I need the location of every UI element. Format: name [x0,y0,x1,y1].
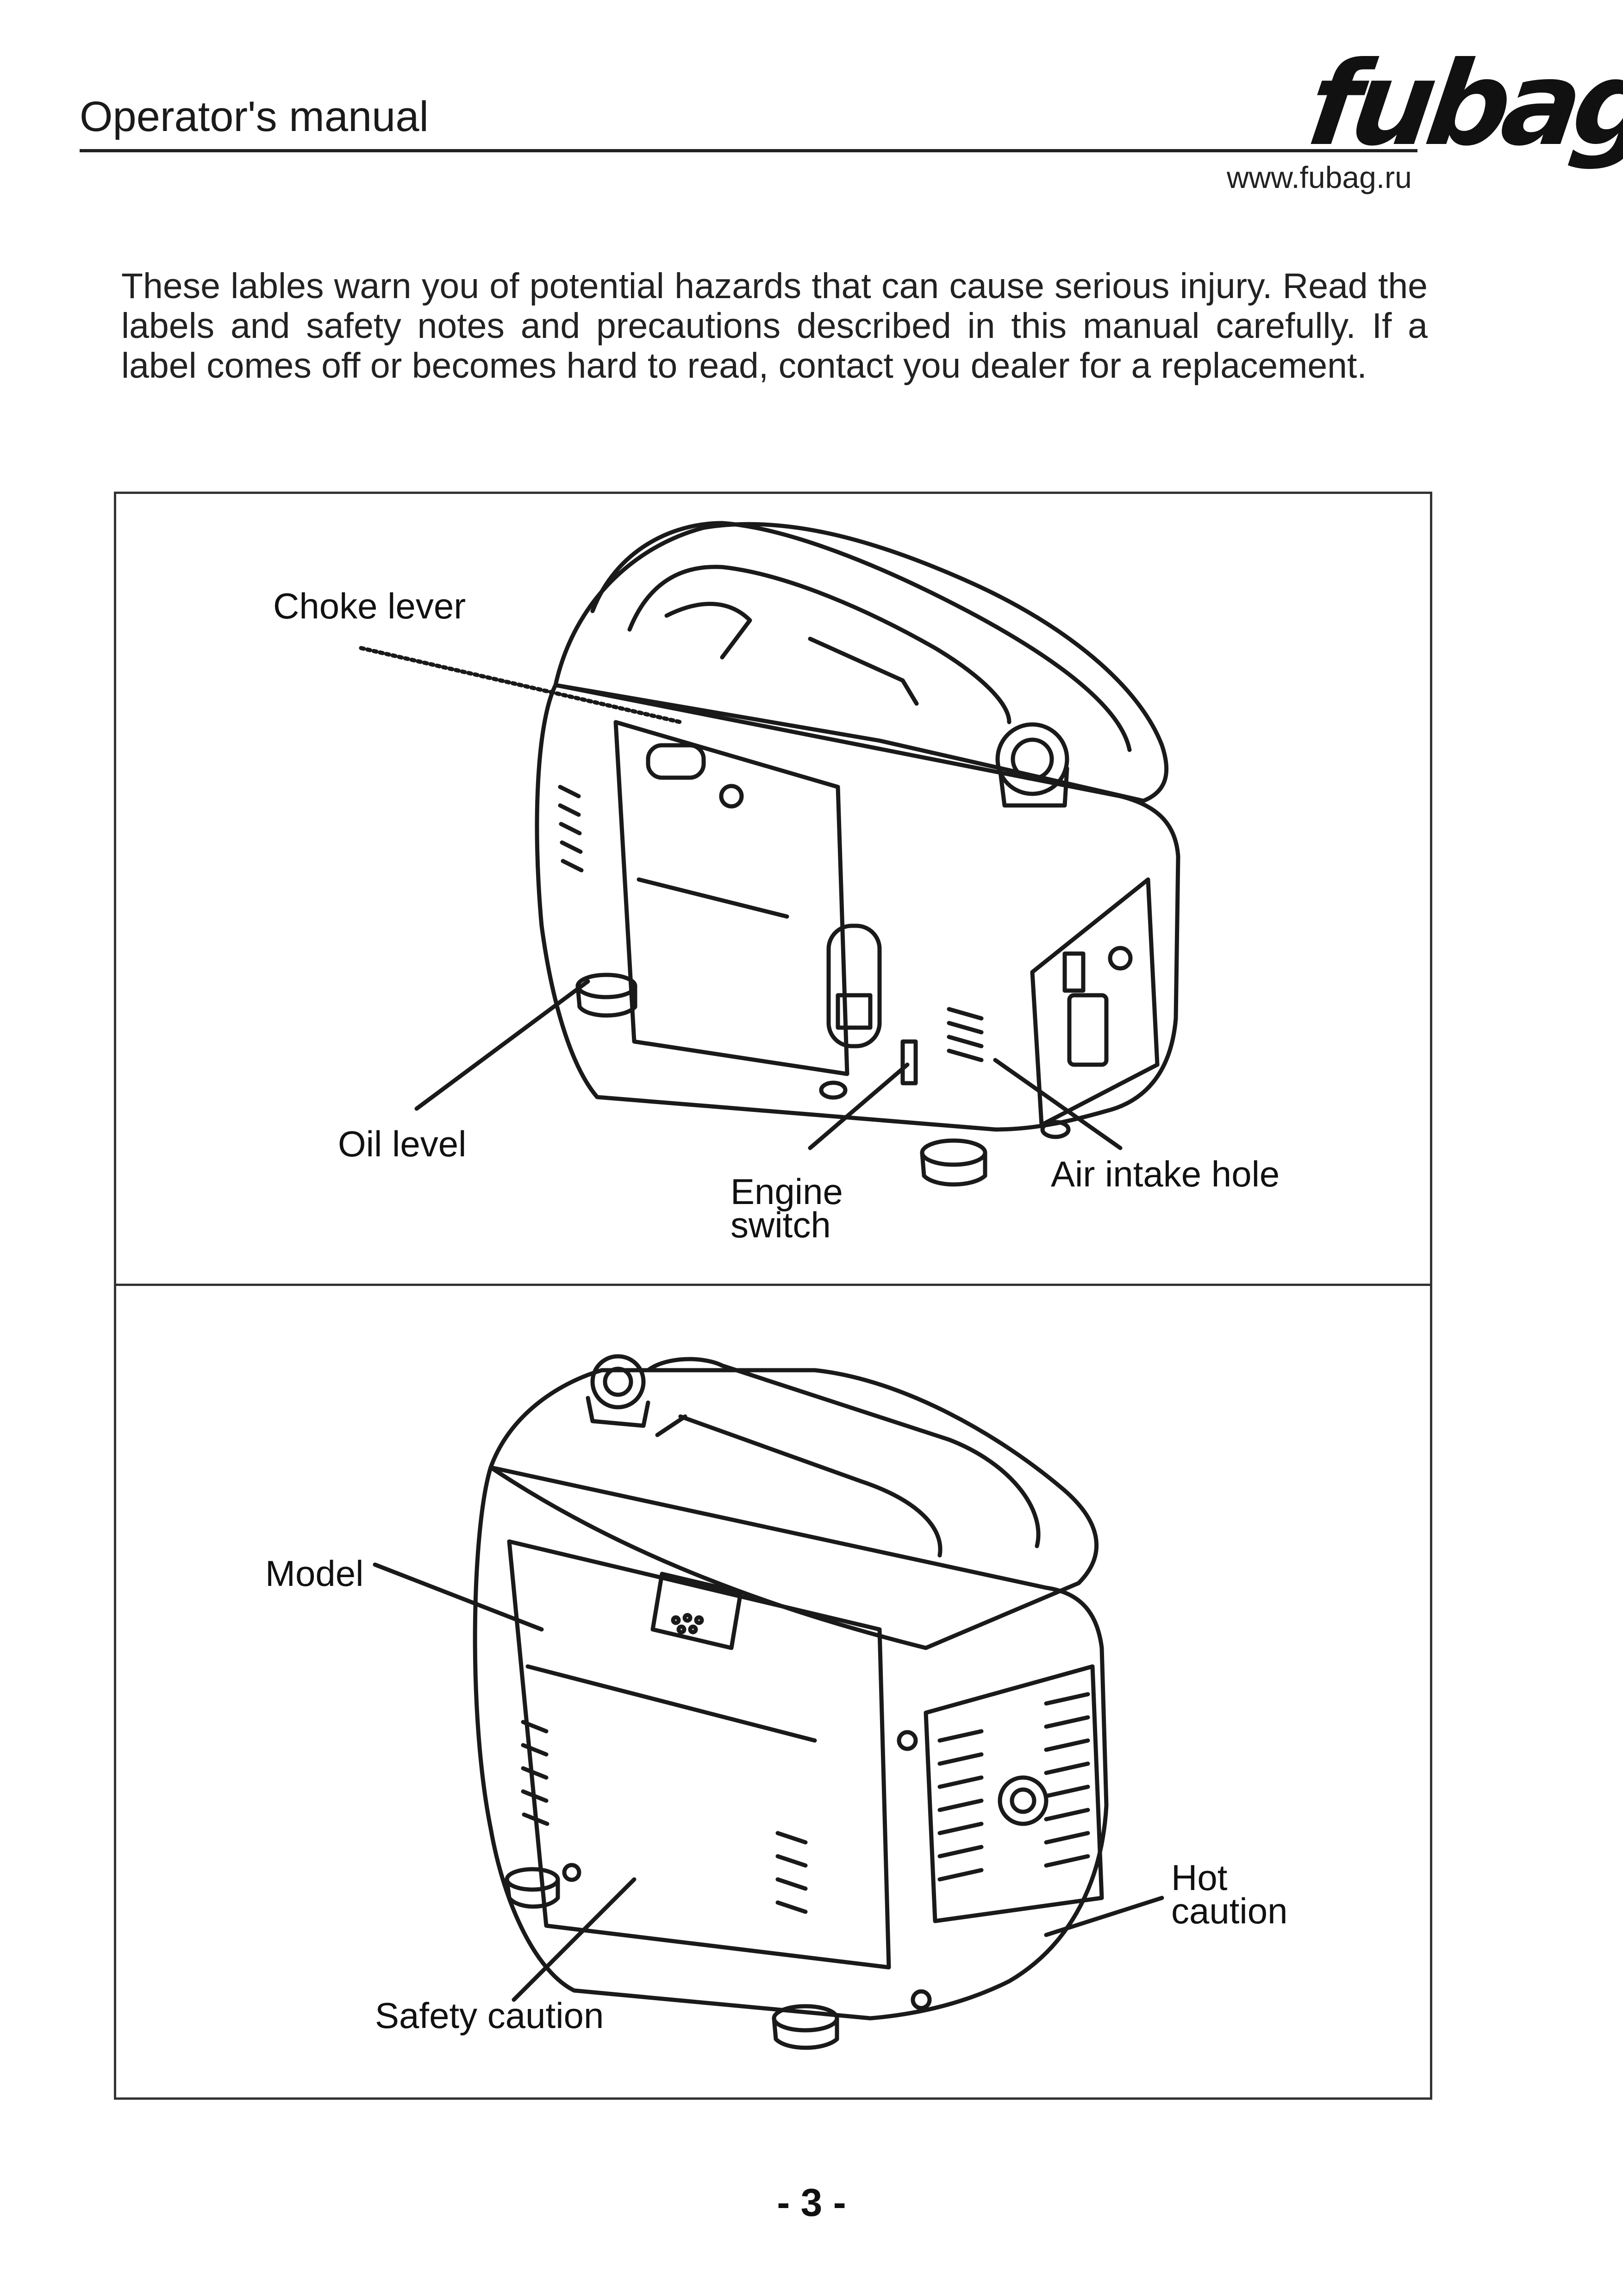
intro-paragraph: These lables warn you of potential hazar… [121,266,1428,386]
label-oil-level: Oil level [338,1123,467,1164]
page-header-title: Operator's manual [80,93,429,140]
label-hot-caution: Hot caution [1171,1857,1288,1931]
header-divider [80,149,1417,152]
page-number: - 3 - [777,2181,846,2224]
label-choke-lever: Choke lever [273,586,466,626]
label-air-intake-hole: Air intake hole [1051,1154,1280,1194]
label-engine-switch: Engine switch [730,1171,843,1245]
generator-rear-view [373,1354,1164,2050]
label-model: Model [265,1553,364,1594]
generator-front-view [359,521,1180,1187]
label-safety-caution: Safety caution [375,1995,604,2036]
figure-divider [114,1284,1432,1286]
website-url: www.fubag.ru [1227,160,1412,194]
figure-frame [114,492,1432,2100]
